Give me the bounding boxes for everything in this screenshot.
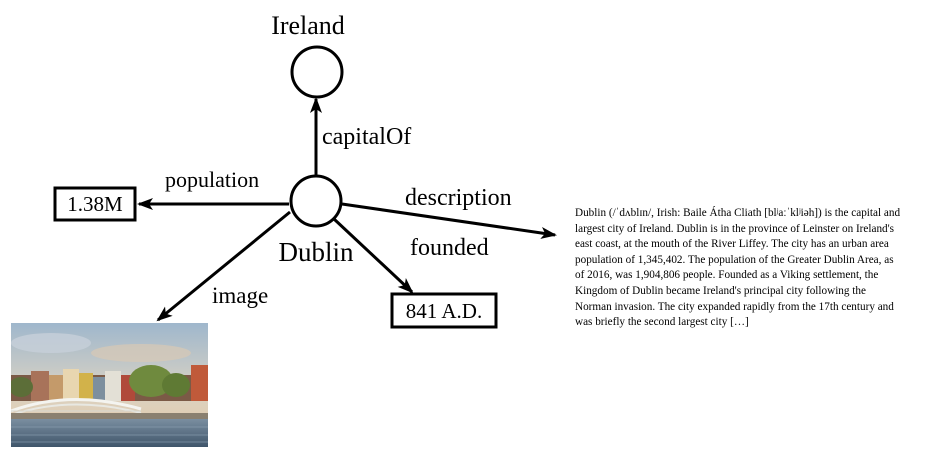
- founded-value-box: [390, 292, 498, 329]
- population-value: 1.38M: [67, 192, 123, 216]
- image-edge: [156, 210, 291, 322]
- population-label: population: [165, 167, 259, 192]
- dublin-photo: [11, 323, 208, 447]
- description-edge-label: description: [405, 185, 512, 211]
- dublin-node-label: Dublin: [278, 237, 354, 267]
- founded-label: founded: [410, 235, 489, 261]
- description-edge: [341, 202, 557, 239]
- founded-value: 841 A.D.: [406, 299, 482, 323]
- image-label: image: [212, 283, 268, 308]
- description-text: Dublin (/ˈdʌblɪn/, Irish: Baile Átha Cli…: [575, 207, 901, 329]
- population-value-box: [53, 186, 137, 222]
- dublin-node: [289, 174, 343, 228]
- founded-edge: [332, 217, 414, 294]
- ireland-node: [290, 45, 344, 99]
- ireland-node-label: Ireland: [271, 11, 345, 40]
- capital-of-label: capitalOf: [322, 124, 411, 150]
